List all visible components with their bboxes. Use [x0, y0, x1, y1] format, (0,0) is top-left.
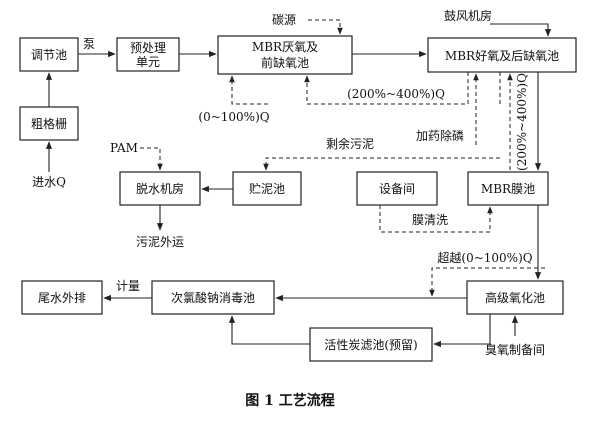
node-tuoshuijifang: 脱水机房	[119, 171, 201, 206]
label-pam: PAM	[110, 141, 138, 155]
node-huoxingtan: 活性炭滤池(预留)	[309, 327, 433, 362]
label-shengyu-wuni: 剩余污泥	[326, 136, 374, 151]
label-gufengjifang: 鼓风机房	[444, 8, 492, 23]
figure-caption: 图 1 工艺流程	[245, 392, 335, 409]
svg-text:前缺氧池: 前缺氧池	[261, 55, 309, 70]
label-beng: 泵	[83, 37, 95, 51]
edge-pam	[140, 147, 163, 171]
svg-text:调节池: 调节池	[31, 48, 67, 62]
svg-text:脱水机房: 脱水机房	[136, 181, 184, 196]
edge-reflux-200-400	[304, 72, 469, 105]
node-zhunichi: 贮泥池	[232, 171, 302, 206]
edge-huoxing-cilv	[228, 315, 310, 345]
svg-text:次氯酸钠消毒池: 次氯酸钠消毒池	[171, 290, 255, 305]
node-weishui-waipai: 尾水外排	[21, 280, 103, 315]
svg-text:高级氧化池: 高级氧化池	[485, 290, 545, 305]
svg-text:MBR好氧及后缺氧池: MBR好氧及后缺氧池	[445, 48, 559, 63]
node-mbr-membrane: MBR膜池	[467, 171, 549, 206]
node-gaoji-yanghua: 高级氧化池	[466, 280, 564, 315]
node-yuchuli: 预处理 单元	[116, 37, 180, 72]
label-jiliang: 计量	[116, 279, 140, 293]
node-shebeijian: 设备间	[356, 171, 438, 206]
edge-chaoyue	[429, 267, 545, 297]
edge-moqingxi	[379, 205, 493, 233]
svg-text:预处理: 预处理	[130, 41, 166, 55]
svg-text:贮泥池: 贮泥池	[249, 181, 285, 196]
label-reflux-200-400: (200%~400%)Q	[347, 87, 445, 101]
label-chaoyue: 超越(0~100%)Q	[437, 250, 532, 265]
label-wuni-waiyun: 污泥外运	[136, 235, 184, 249]
edge-shengyu-wuni	[263, 157, 500, 171]
label-chouyang: 臭氧制备间	[485, 342, 545, 357]
edge-reflux-0-100b	[229, 75, 268, 105]
label-reflux-0-100: (0~100%)Q	[198, 110, 269, 124]
label-reflux-vertical: (200%~400%)Q	[515, 73, 529, 171]
edge-tanyuan	[308, 19, 343, 35]
svg-text:MBR膜池: MBR膜池	[481, 182, 535, 196]
svg-text:尾水外排: 尾水外排	[38, 291, 86, 305]
label-jiayao-chulin: 加药除磷	[416, 128, 464, 143]
node-cilvsuanna: 次氯酸钠消毒池	[151, 280, 275, 315]
svg-text:单元: 单元	[136, 55, 160, 69]
node-mbr-aerobic: MBR好氧及后缺氧池	[427, 37, 577, 73]
label-moqingxi: 膜清洗	[412, 213, 448, 227]
label-tanyuan: 碳源	[272, 13, 296, 27]
node-cugeshan: 粗格栅	[19, 106, 79, 141]
svg-text:设备间: 设备间	[379, 182, 415, 196]
node-mbr-anaerobic: MBR厌氧及 前缺氧池	[217, 35, 353, 75]
node-tiaojiechi: 调节池	[19, 37, 79, 72]
label-jinshui: 进水Q	[32, 175, 66, 189]
svg-text:MBR厌氧及: MBR厌氧及	[252, 40, 318, 54]
svg-text:活性炭滤池(预留): 活性炭滤池(预留)	[324, 338, 417, 352]
svg-text:粗格栅: 粗格栅	[31, 116, 67, 131]
edge-gufeng-aerobic	[490, 23, 552, 37]
edge-gaoji-huoxing	[433, 314, 491, 348]
